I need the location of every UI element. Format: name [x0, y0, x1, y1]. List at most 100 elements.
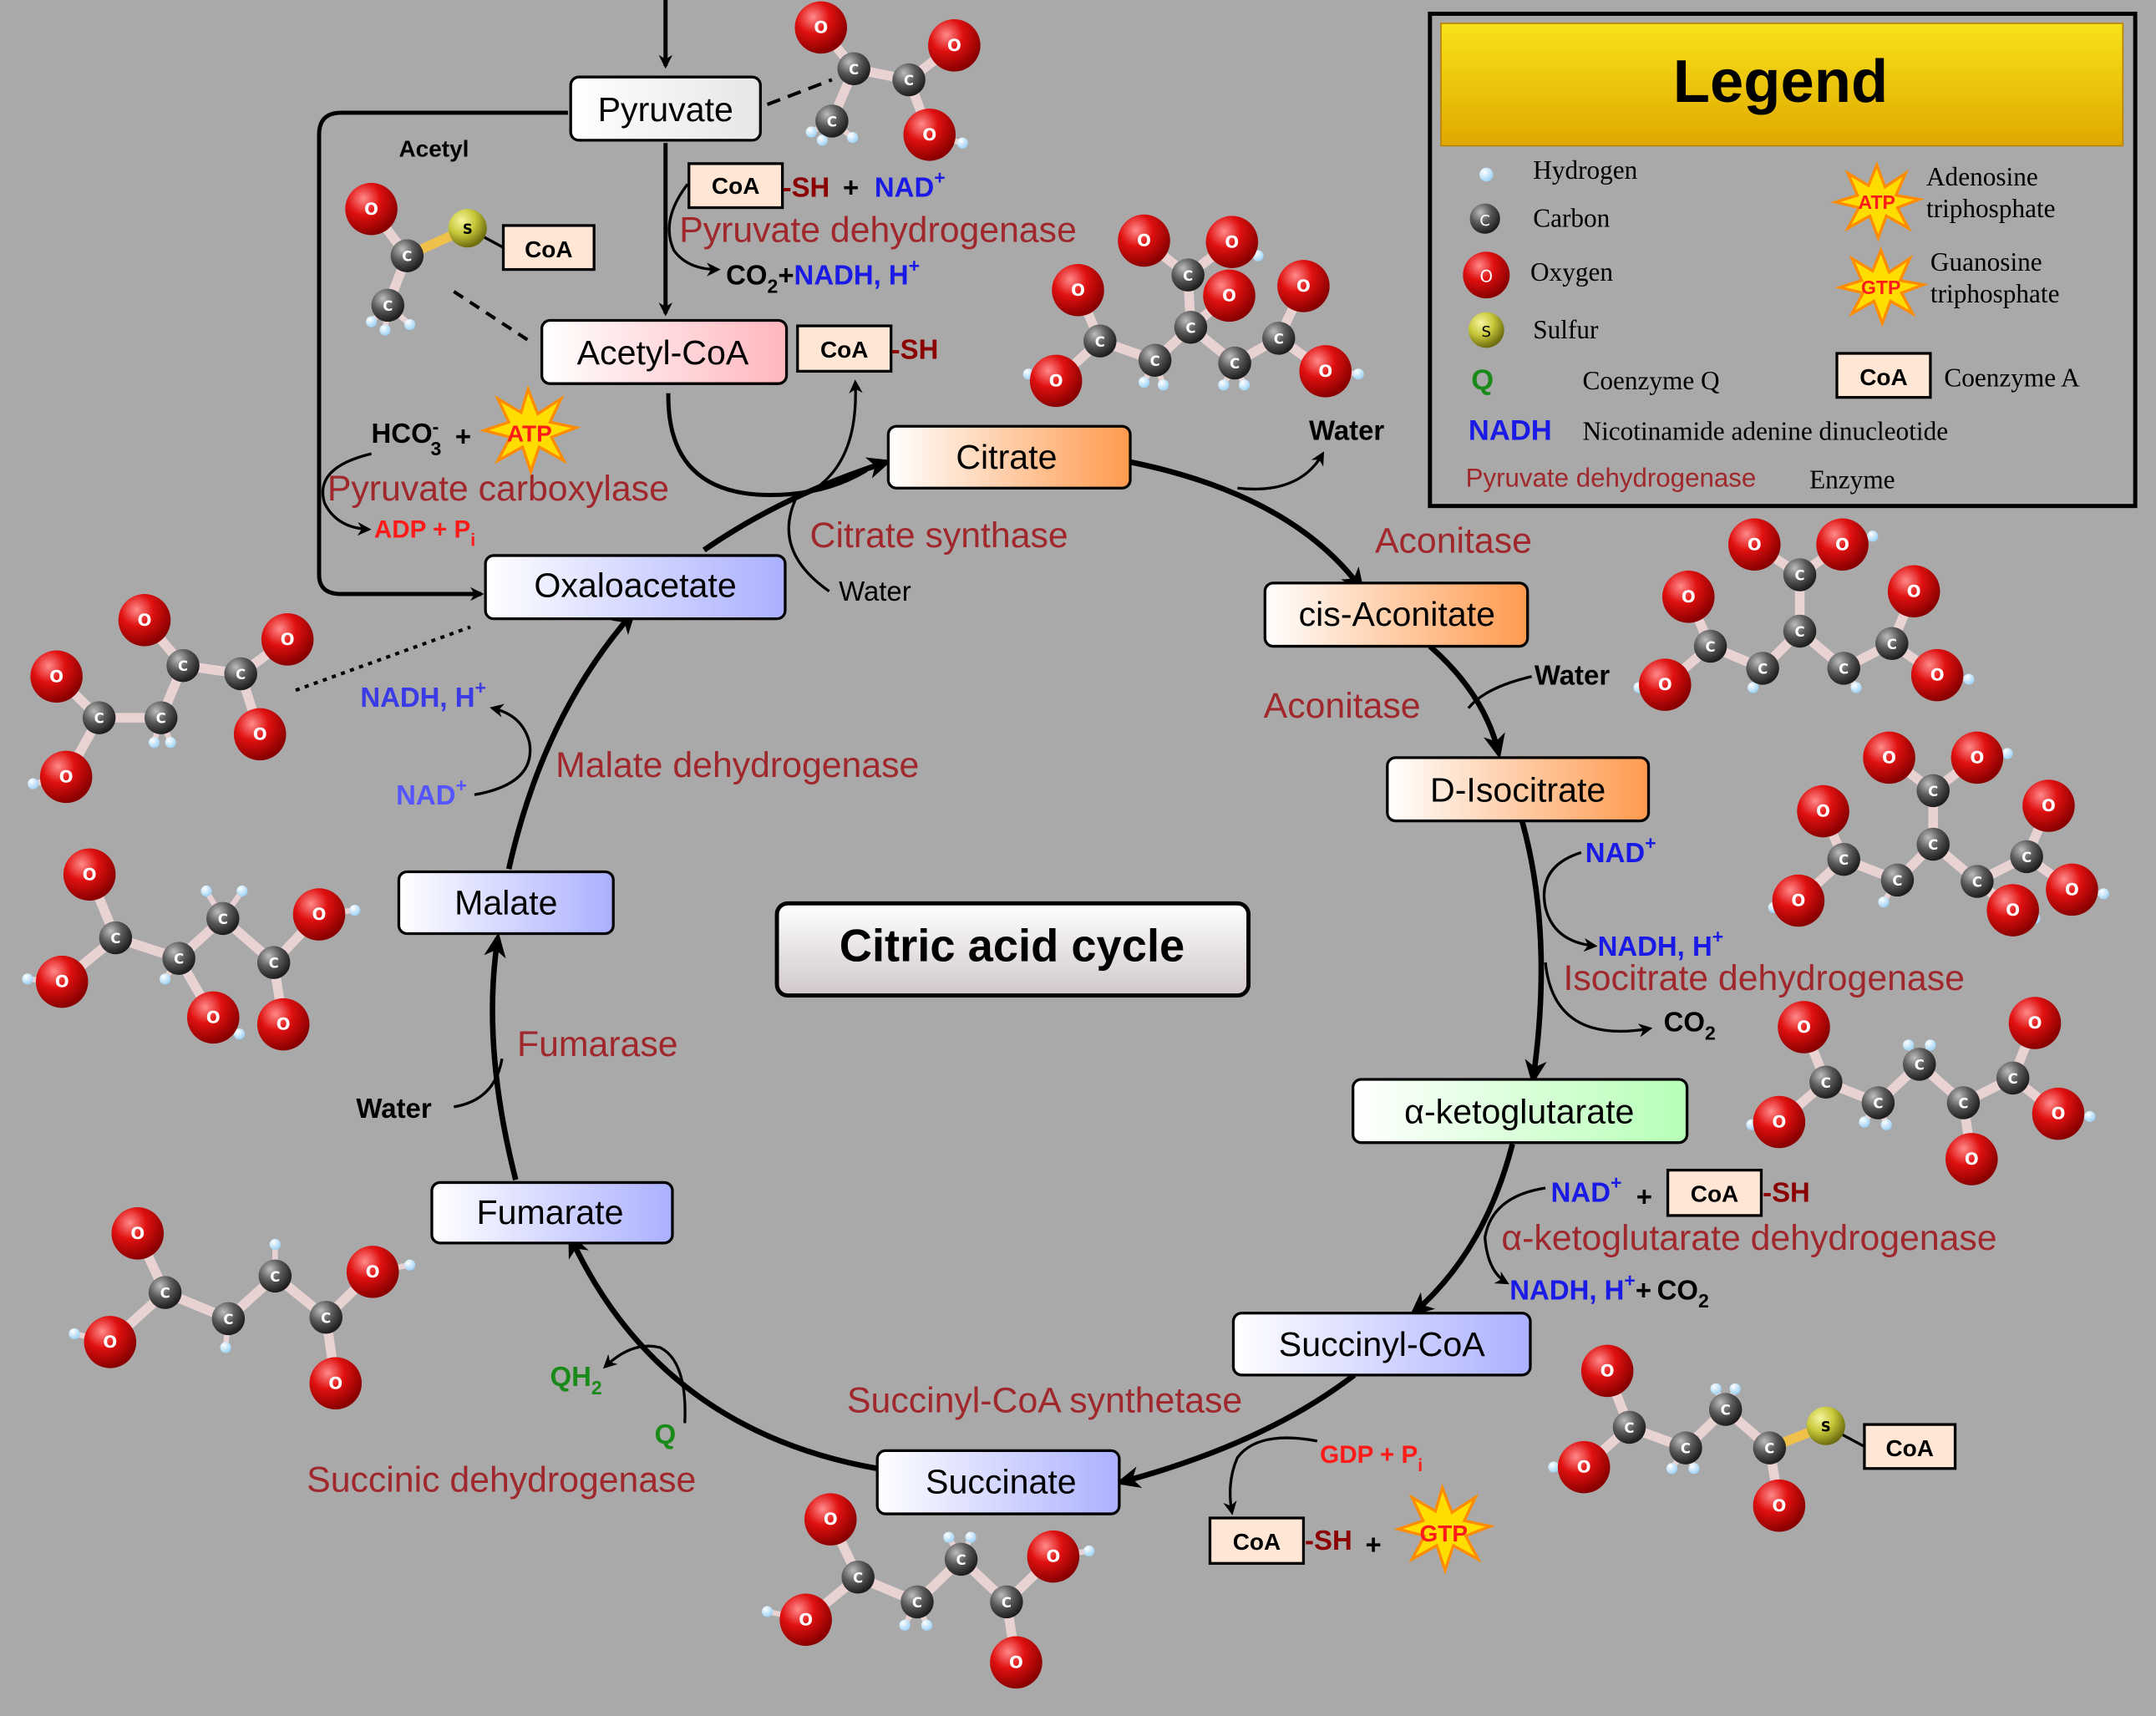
legend-coa-icon [1835, 352, 1932, 399]
coa-label-release: CoA [820, 337, 868, 363]
oxygen-atom [2046, 863, 2098, 916]
carbon-atom [1875, 627, 1909, 660]
cycle-arrows [484, 457, 1547, 1488]
oxygen-atom [1557, 1440, 1611, 1494]
enzymes: Pyruvate dehydrogenase Pyruvate carboxyl… [307, 211, 1996, 1500]
legend-atp-line1: Adenosine [1926, 162, 2038, 191]
carbon-atom [1171, 258, 1205, 292]
atom-symbol: O [1930, 666, 1945, 685]
enzyme-pyruvate-dh: Pyruvate dehydrogenase [679, 211, 1077, 251]
atom-symbol: C [912, 1595, 922, 1611]
oxygen-atom [1277, 260, 1330, 312]
carbon-atom [1880, 863, 1915, 897]
atom-symbol: C [1795, 568, 1805, 584]
atom-symbol: C [1706, 639, 1716, 655]
atom-symbol: C [1764, 1441, 1774, 1457]
co2-idh: CO2 [1664, 1006, 1716, 1043]
carbon-atom [82, 701, 116, 734]
enzyme-aconitase-1: Aconitase [1375, 521, 1532, 561]
carbon-atom [1174, 310, 1208, 344]
legend-oxygen-symbol: O [1480, 267, 1494, 286]
hydrogen-atom [148, 737, 160, 749]
atom-symbol: C [1624, 1420, 1634, 1436]
hydrogen-atom [1138, 376, 1150, 388]
atom-symbol: O [55, 972, 69, 992]
cofactors: Acetyl CoA -SH + NAD+ CO2+NADH, H+ CoA -… [356, 136, 1810, 1575]
legend-coa-symbol: CoA [1859, 364, 1907, 390]
atom-symbol: C [1892, 873, 1902, 889]
hydrogen-atom [956, 137, 968, 149]
atom-symbol: C [1150, 353, 1160, 369]
nad-akgdh: NAD+ [1551, 1172, 1622, 1208]
legend-carbon-symbol: C [1479, 212, 1490, 230]
atom-symbol: O [2006, 901, 2020, 920]
hydrogen-atom [1710, 1383, 1722, 1394]
hydrogen-atom [1218, 379, 1230, 391]
legend-hydrogen: Hydrogen [1533, 155, 1637, 185]
atom-symbol: O [1296, 277, 1311, 296]
atom-symbol: C [1758, 661, 1768, 677]
atom-symbol: C [223, 1312, 233, 1328]
atom-symbol: O [1658, 675, 1672, 694]
carbon-atom [1746, 652, 1779, 685]
oxygen-atom [30, 650, 83, 703]
carbon-atom [1916, 774, 1950, 808]
atom-symbol: O [364, 200, 378, 219]
atom-symbol: C [218, 911, 228, 927]
atom-symbol: O [2052, 1104, 2066, 1124]
oxygen-atom [1639, 658, 1692, 711]
hydrogen-atom [1352, 368, 1364, 380]
plus-pdh: + [843, 171, 859, 202]
sulfur-atom [1806, 1406, 1845, 1445]
nadh-mdh: NADH, H+ [360, 677, 486, 713]
atom-symbol: O [83, 865, 97, 884]
gdp-pi: GDP + Pi [1320, 1441, 1423, 1475]
atom-symbol: C [156, 711, 166, 727]
atom-symbol: C [1274, 331, 1284, 347]
atom-symbol: C [1887, 637, 1897, 652]
enzyme-fumarase: Fumarase [517, 1024, 678, 1064]
oxygen-atom [903, 109, 956, 161]
oxaloacetate-label: Oxaloacetate [534, 566, 736, 604]
carbon-atom [1083, 324, 1117, 358]
legend-enzyme-example: Pyruvate dehydrogenase [1466, 464, 1757, 493]
coa-box-release [796, 324, 893, 373]
carbon-atom [162, 942, 195, 975]
oxygen-atom [1661, 571, 1715, 623]
oxygen-atom [1986, 884, 2039, 937]
oxygen-atom [1945, 1133, 1998, 1185]
water-aconitase-in: Water [1535, 660, 1610, 691]
oxygen-atom [118, 594, 171, 647]
entry-arrows [317, 0, 868, 602]
carbon-atom [309, 1300, 342, 1334]
atom-symbol: O [1970, 748, 1984, 767]
hydrogen-atom [921, 1619, 933, 1631]
arrow-coa-release [804, 379, 863, 496]
legend-oxygen-icon [1463, 251, 1510, 299]
carbon-atom [1903, 1048, 1936, 1081]
atom-symbol: C [1795, 624, 1805, 640]
legend-atp-icon [1830, 160, 1925, 242]
carbon-atom [1218, 346, 1251, 380]
carbon-atom [1753, 1431, 1787, 1465]
qh2: QH2 [550, 1361, 602, 1399]
oxygen-atom [1797, 784, 1849, 838]
citrate-box [886, 424, 1132, 490]
hydrogen-atom [349, 904, 361, 916]
nad-idh: NAD+ [1585, 832, 1656, 868]
oxygen-atom [1299, 345, 1352, 398]
oxygen-atom [345, 182, 398, 236]
oxygen-atom [233, 708, 287, 761]
carbon-atom [1861, 1086, 1895, 1119]
enzyme-succinyl-coa-synthetase: Succinyl-CoA synthetase [847, 1380, 1242, 1420]
water-fumarase: Water [356, 1093, 431, 1124]
oxygen-atom [928, 19, 981, 72]
carbon-atom [900, 1585, 934, 1619]
coa-box-scs [1208, 1516, 1306, 1565]
atom-symbol: C [178, 658, 188, 674]
oxygen-atom [35, 955, 89, 1008]
atom-symbol: O [1748, 535, 1762, 554]
